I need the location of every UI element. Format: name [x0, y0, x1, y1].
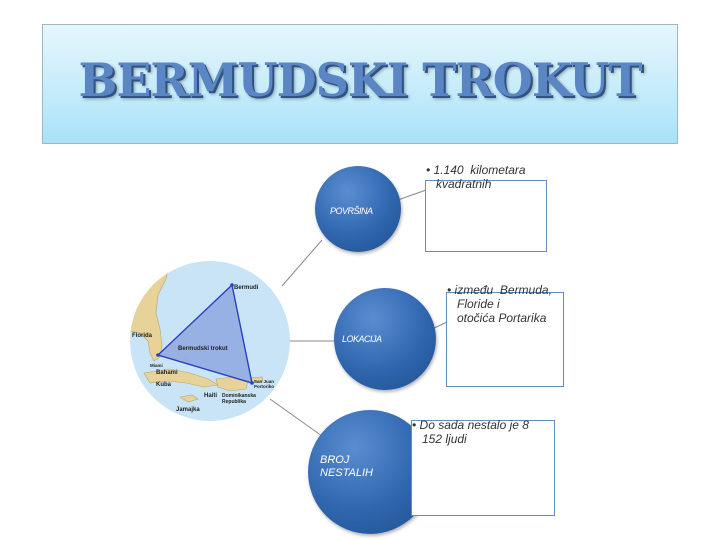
connector-line-top	[281, 239, 323, 287]
map-label-miami: Miami	[150, 363, 163, 368]
bermuda-triangle-map: Bermudi Florida Bermudski trokut Miami B…	[130, 261, 290, 421]
node-broj-nestalih-text: • Do sada nestalo je 8 152 ljudi	[412, 418, 529, 446]
cuba-shape	[143, 368, 219, 388]
node-lokacija-box	[446, 292, 564, 387]
title-banner: BERMUDSKI TROKUT	[42, 24, 678, 144]
node-broj-nestalih-box	[411, 420, 555, 516]
node-povrsina-text: • 1.140 kilometara kvadratnih	[426, 163, 526, 191]
connector-line-bottom	[269, 398, 323, 437]
map-label-dominikanska-1: Dominikanska	[222, 393, 256, 399]
map-label-bermudi: Bermudi	[234, 285, 259, 291]
connector-bubble-top-box	[397, 189, 427, 201]
map-label-triangle: Bermudski trokut	[178, 346, 228, 352]
san-juan-marker	[250, 381, 254, 385]
node-lokacija-bubble: LOKACIJA	[334, 288, 436, 390]
map-label-haiti: Haiti	[204, 393, 217, 399]
bermudi-marker	[230, 283, 234, 287]
miami-marker	[156, 353, 160, 357]
map-label-florida: Florida	[132, 333, 153, 339]
node-lokacija-label: LOKACIJA	[342, 334, 382, 344]
map-label-san-juan-2: Portoriko	[254, 384, 274, 389]
map-label-san-juan-1: San Juan	[254, 379, 274, 384]
node-povrsina-bubble: POVRŠINA	[315, 166, 401, 252]
node-povrsina-box	[425, 180, 547, 252]
node-povrsina-label: POVRŠINA	[330, 206, 373, 216]
bermuda-triangle-shape	[156, 283, 253, 385]
map-label-jamajka: Jamajka	[176, 407, 200, 413]
node-broj-nestalih-label: BROJ NESTALIH	[320, 454, 373, 479]
jamaica-shape	[179, 394, 199, 403]
map-label-bahami: Bahami	[156, 370, 178, 376]
page-title: BERMUDSKI TROKUT	[78, 53, 642, 107]
map-label-dominikanska-2: Republika	[222, 399, 246, 405]
node-lokacija-text: • između Bermuda, Floride i otočića Port…	[447, 283, 552, 325]
map-label-kuba: Kuba	[156, 382, 172, 388]
